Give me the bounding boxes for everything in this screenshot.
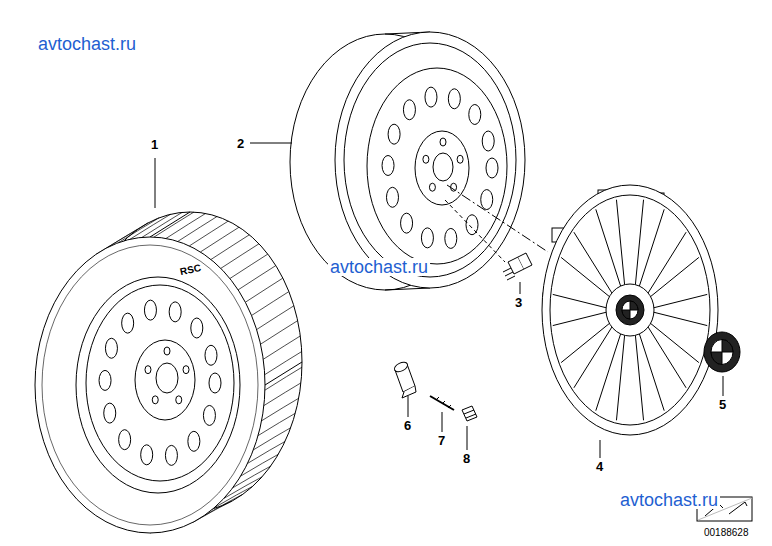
- callout-number: 7: [437, 434, 446, 447]
- rim-drawing: [290, 32, 525, 290]
- small-parts-drawing: [155, 143, 752, 521]
- callout-number: 3: [514, 296, 523, 309]
- tire-drawing: [35, 212, 302, 533]
- callout-number: 5: [718, 398, 727, 411]
- callout-number: 6: [403, 419, 412, 432]
- hubcap-drawing: [542, 185, 718, 435]
- callout-number: 8: [462, 452, 471, 465]
- callout-number: 1: [150, 138, 159, 151]
- watermark: avtochast.ru: [618, 491, 720, 509]
- watermark: avtochast.ru: [36, 35, 138, 53]
- callout-number: 4: [595, 460, 604, 473]
- callout-number: 2: [236, 137, 245, 150]
- watermark: avtochast.ru: [328, 258, 430, 276]
- diagram-number: 00188628: [704, 528, 749, 538]
